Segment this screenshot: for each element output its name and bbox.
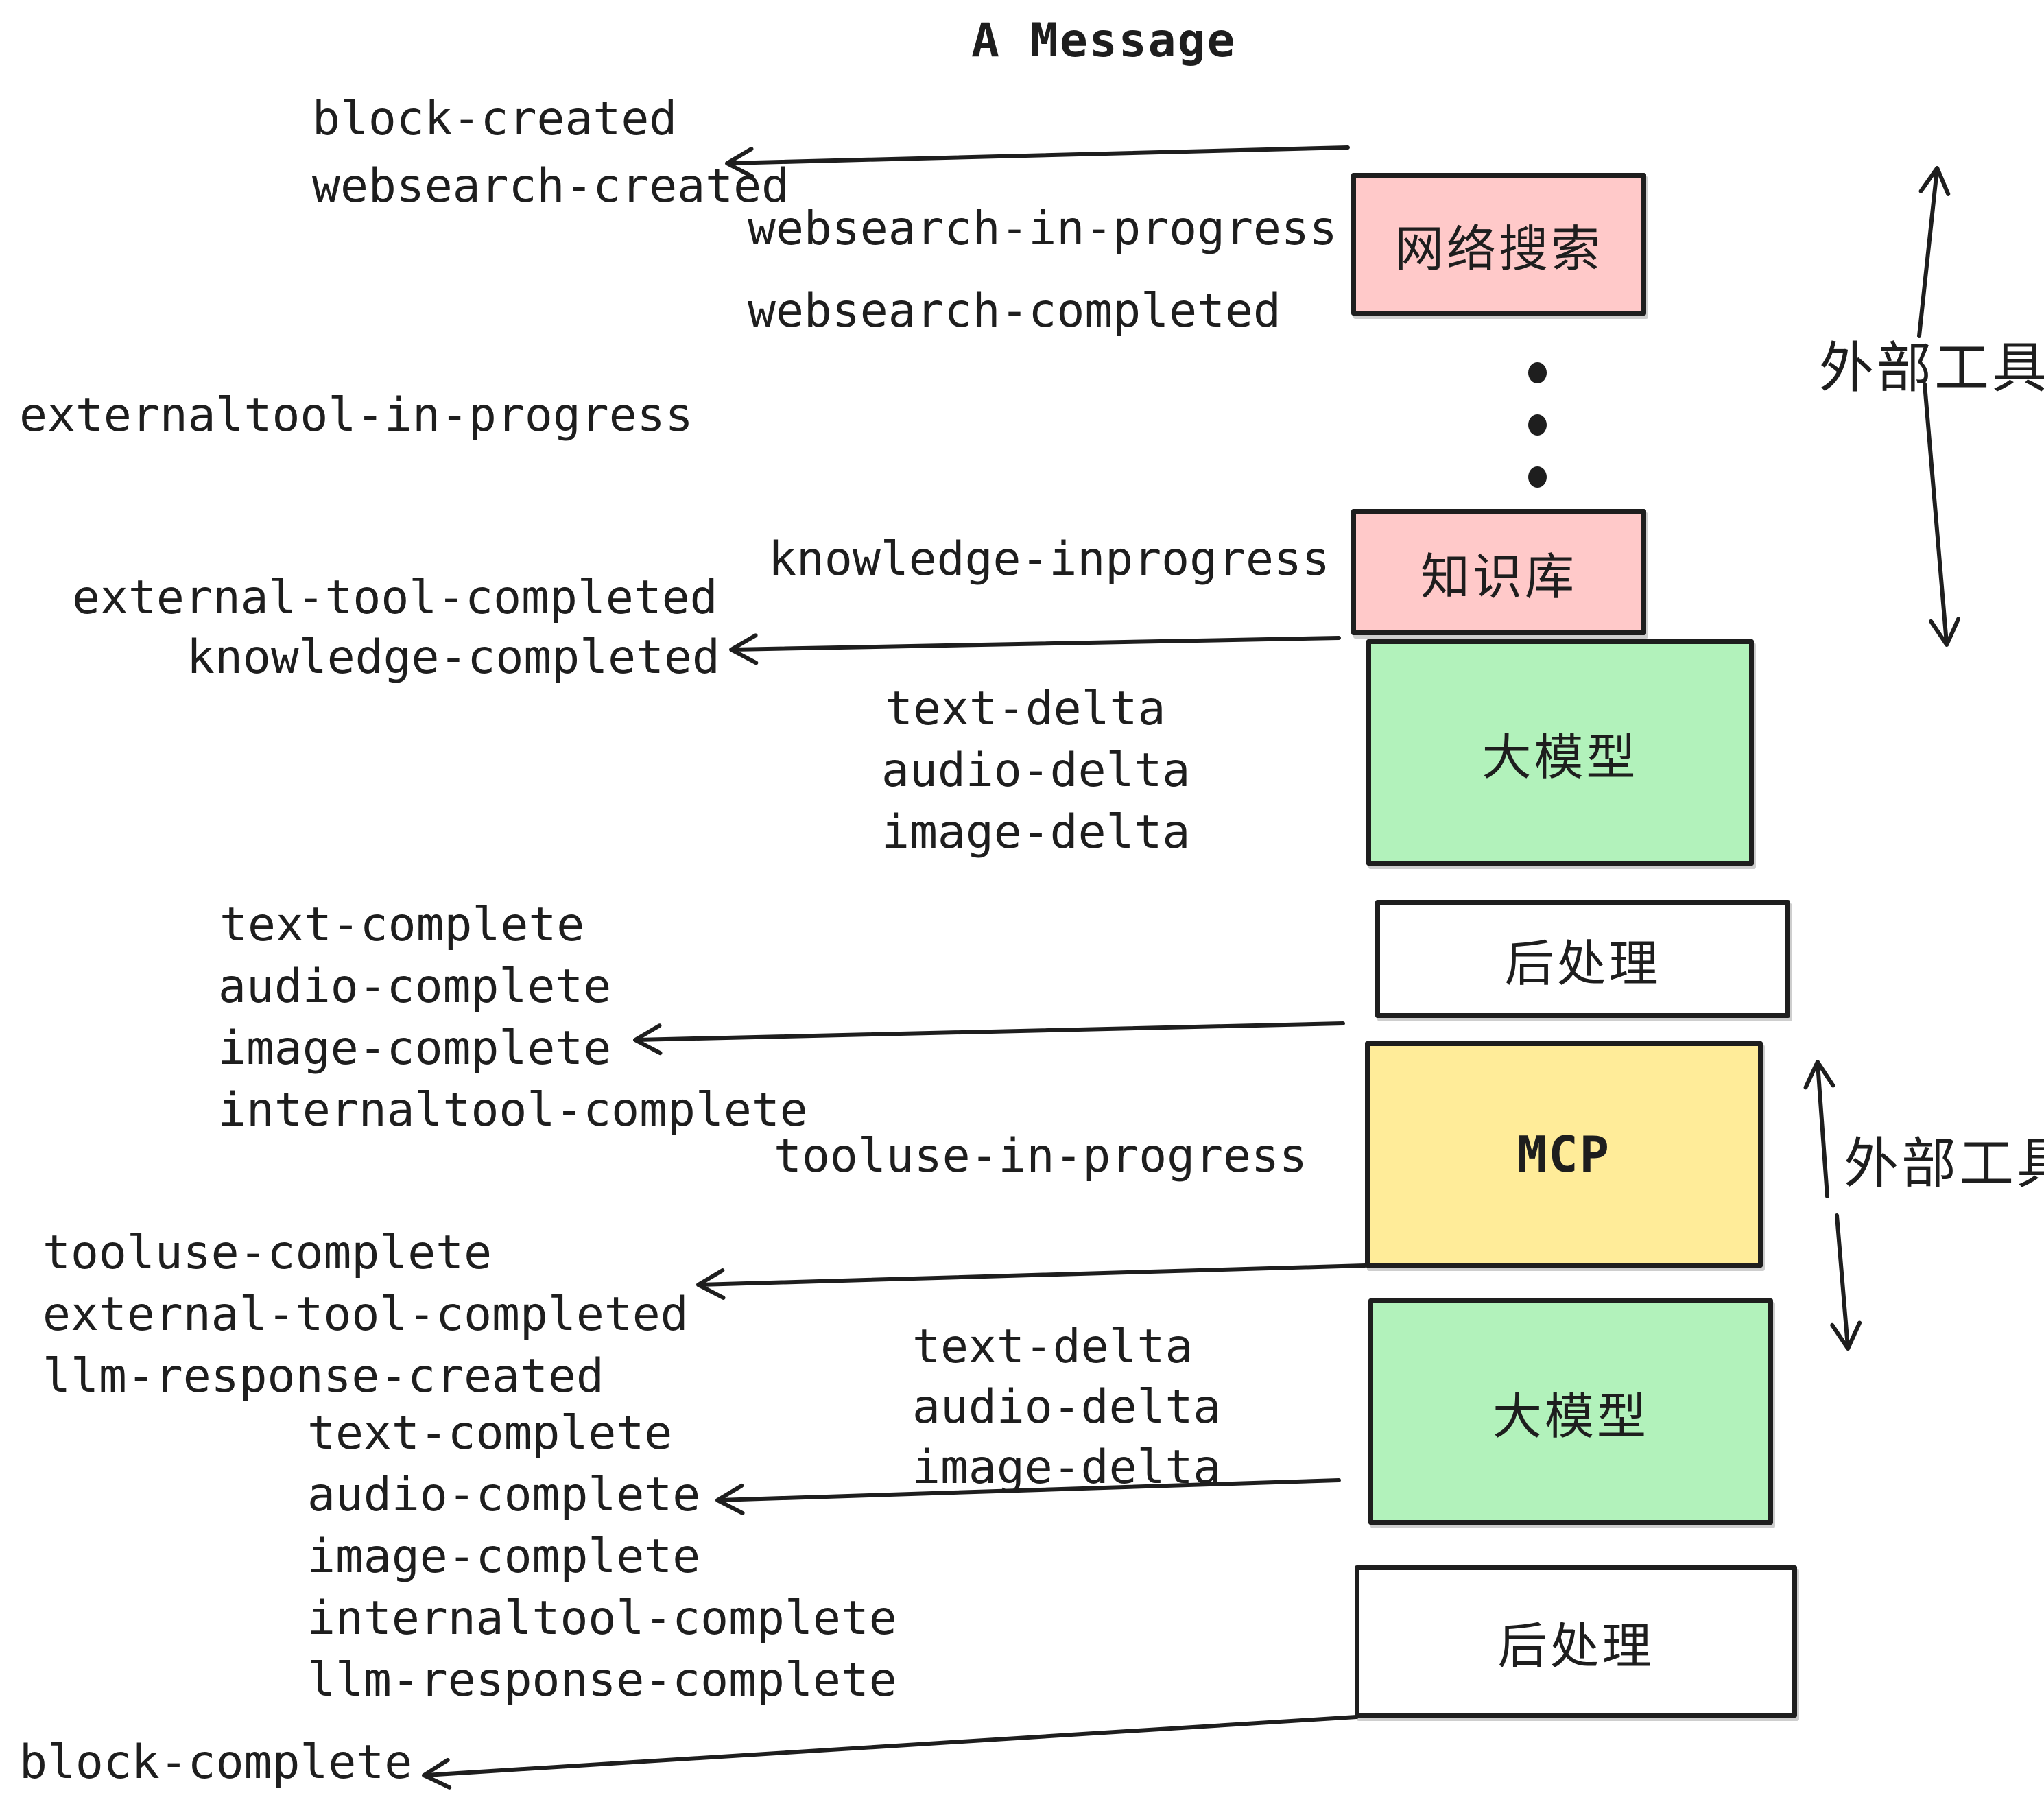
event-label: tooluse-complete	[43, 1226, 492, 1280]
event-label: image-complete	[218, 1021, 612, 1076]
annotation-arrow	[1803, 1060, 1835, 1198]
node-websearch: 网络搜索	[1351, 173, 1646, 316]
flow-arrow	[729, 633, 1341, 665]
annotation-arrow	[1830, 1213, 1862, 1351]
event-label: internaltool-complete	[218, 1083, 808, 1137]
ellipsis-dot	[1528, 362, 1547, 383]
event-label: image-delta	[881, 805, 1191, 859]
event-label: audio-delta	[912, 1380, 1222, 1434]
event-label: image-complete	[307, 1530, 701, 1584]
event-label: knowledge-completed	[187, 630, 720, 685]
event-label: image-delta	[912, 1440, 1222, 1495]
event-label: block-complete	[19, 1735, 413, 1790]
event-label: external-tool-completed	[72, 571, 718, 625]
ellipsis-dot	[1528, 414, 1547, 436]
flow-arrow	[422, 1715, 1359, 1790]
node-postprocess-2: 后处理	[1355, 1565, 1797, 1718]
flow-arrow	[715, 1478, 1341, 1515]
event-label: text-delta	[885, 682, 1166, 736]
event-label: tooluse-in-progress	[774, 1129, 1307, 1183]
flow-arrow	[696, 1263, 1367, 1301]
event-label: block-created	[312, 92, 678, 146]
event-label: llm-response-complete	[307, 1653, 897, 1707]
event-label: websearch-completed	[748, 284, 1281, 338]
event-label: text-complete	[219, 898, 585, 952]
event-label: knowledge-inprogress	[768, 532, 1330, 586]
diagram-title: A Message	[971, 14, 1237, 68]
event-label: audio-delta	[881, 744, 1191, 798]
flow-arrow	[725, 145, 1350, 179]
event-label: llm-response-created	[43, 1349, 604, 1403]
event-label: externaltool-in-progress	[19, 388, 693, 442]
event-label: text-complete	[307, 1406, 673, 1460]
annotation-arrow	[1923, 382, 1961, 647]
node-llm-2: 大模型	[1368, 1298, 1773, 1525]
event-label: audio-complete	[218, 960, 612, 1014]
annotation-arrow	[1917, 166, 1951, 338]
side-annotation-label: 外部工具	[1819, 337, 2044, 399]
node-postprocess-1: 后处理	[1375, 900, 1790, 1018]
node-mcp: MCP	[1365, 1041, 1763, 1268]
event-label: internaltool-complete	[307, 1591, 897, 1646]
event-label: websearch-created	[312, 159, 789, 213]
side-annotation-label: 外部工具	[1844, 1133, 2044, 1194]
event-label: websearch-in-progress	[748, 202, 1338, 256]
flow-arrow	[633, 1021, 1345, 1056]
event-label: external-tool-completed	[43, 1287, 689, 1342]
event-label: text-delta	[912, 1320, 1193, 1374]
node-llm-1: 大模型	[1366, 639, 1754, 866]
node-knowledge: 知识库	[1351, 509, 1646, 635]
event-label: audio-complete	[307, 1468, 701, 1522]
ellipsis-dot	[1528, 466, 1547, 488]
